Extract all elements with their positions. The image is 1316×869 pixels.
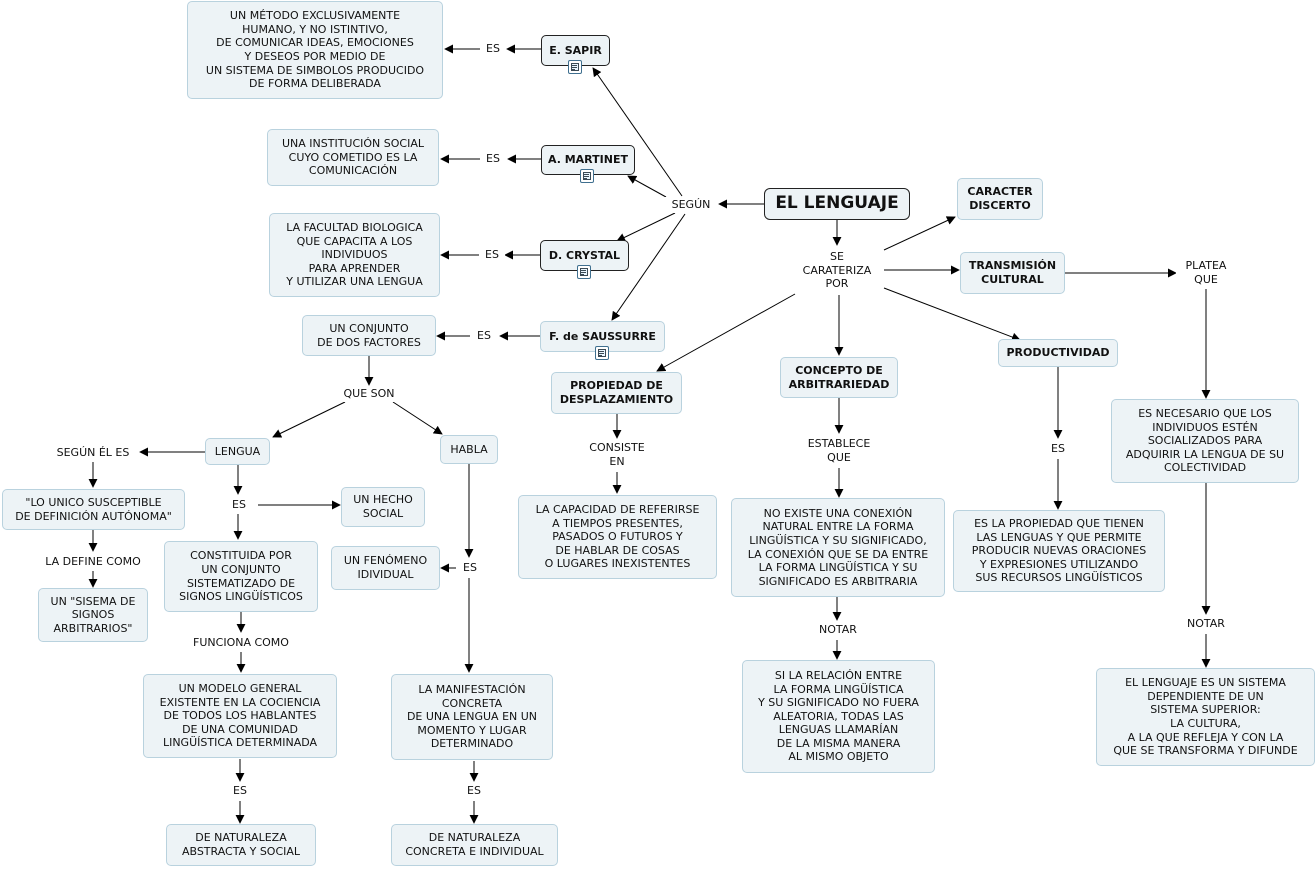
node-text: TRANSMISIÓN CULTURAL [968, 259, 1057, 286]
link-label: QUE SON [336, 386, 402, 402]
node-text: PROPIEDAD DE DESPLAZAMIENTO [559, 379, 674, 406]
link-label: ES [226, 497, 252, 513]
link-label: PLATEA QUE [1176, 257, 1236, 288]
link-label: SEGÚN ÉL ES [47, 445, 139, 461]
link-label: ES [479, 247, 505, 263]
node-text: CONSTITUIDA POR UN CONJUNTO SISTEMATIZAD… [179, 549, 303, 604]
node-capacidad[interactable]: LA CAPACIDAD DE REFERIRSE A TIEMPOS PRES… [518, 495, 717, 579]
node-text: UN FENÓMENO IDIVIDUAL [343, 554, 428, 581]
document-icon[interactable] [594, 346, 609, 360]
node-transmision[interactable]: TRANSMISIÓN CULTURAL [960, 252, 1065, 294]
edge [627, 175, 667, 198]
link-label: CONSISTE EN [580, 440, 654, 470]
node-habla[interactable]: HABLA [440, 435, 498, 464]
node-text: D. CRYSTAL [548, 248, 621, 262]
node-text: LA FACULTAD BIOLOGICA QUE CAPACITA A LOS… [286, 221, 423, 289]
link-label: LA DEFINE COMO [37, 554, 149, 570]
node-text: E. SAPIR [549, 43, 602, 57]
node-text: LA CAPACIDAD DE REFERIRSE A TIEMPOS PRES… [535, 503, 700, 571]
node-text: F. de SAUSSURRE [549, 329, 656, 343]
node-text: LA MANIFESTACIÓN CONCRETA DE UNA LENGUA … [406, 683, 538, 751]
link-label: ESTABLECE QUE [798, 435, 880, 466]
node-lengua[interactable]: LENGUA [205, 438, 270, 465]
node-abstracta[interactable]: DE NATURALEZA ABSTRACTA Y SOCIAL [166, 824, 316, 866]
node-text: UN HECHO SOCIAL [353, 493, 413, 520]
node-saussure[interactable]: F. de SAUSSURRE [540, 321, 665, 360]
node-text: A. MARTINET [548, 153, 628, 167]
node-si-la-relacion[interactable]: SI LA RELACIÓN ENTRE LA FORMA LINGÜÍSTIC… [742, 660, 935, 773]
node-socializados[interactable]: ES NECESARIO QUE LOS INDIVIDUOS ESTÉN SO… [1111, 399, 1299, 483]
link-label: NOTAR [1179, 616, 1233, 632]
node-text: PRODUCTIVIDAD [1006, 346, 1110, 360]
node-discreto[interactable]: CARACTER DISCERTO [957, 178, 1043, 220]
edge [883, 287, 1021, 342]
link-label: ES [480, 41, 506, 57]
node-dos-factores[interactable]: UN CONJUNTO DE DOS FACTORES [302, 315, 436, 356]
node-text: ES NECESARIO QUE LOS INDIVIDUOS ESTÉN SO… [1125, 407, 1285, 475]
node-hecho-social[interactable]: UN HECHO SOCIAL [341, 487, 425, 527]
node-text: LENGUA [214, 444, 261, 458]
root-label: EL LENGUAJE [775, 193, 899, 214]
node-sistema-signos[interactable]: UN "SISEMA DE SIGNOS ARBITRARIOS" [38, 588, 148, 642]
edge [883, 216, 956, 251]
node-text: HABLA [450, 442, 488, 456]
node-martinet[interactable]: A. MARTINET [541, 145, 635, 183]
node-text: UN "SISEMA DE SIGNOS ARBITRARIOS" [50, 594, 136, 635]
node-text: UN CONJUNTO DE DOS FACTORES [317, 321, 421, 349]
link-label: ES [227, 783, 253, 799]
node-text: SI LA RELACIÓN ENTRE LA FORMA LINGÜÍSTIC… [758, 668, 919, 764]
node-text: NO EXISTE UNA CONEXIÓN NATURAL ENTRE LA … [747, 506, 929, 588]
node-no-existe[interactable]: NO EXISTE UNA CONEXIÓN NATURAL ENTRE LA … [731, 498, 945, 597]
edge [616, 212, 676, 242]
node-crystal[interactable]: D. CRYSTAL [540, 240, 629, 279]
link-label: FUNCIONA COMO [183, 635, 299, 651]
document-icon[interactable] [567, 60, 582, 74]
node-sapir-definition[interactable]: UN MÉTODO EXCLUSIVAMENTE HUMANO, Y NO IS… [187, 1, 443, 99]
edge [272, 401, 346, 438]
document-icon[interactable] [580, 169, 594, 183]
node-desplazamiento[interactable]: PROPIEDAD DE DESPLAZAMIENTO [551, 372, 682, 414]
node-text: DE NATURALEZA CONCRETA E INDIVIDUAL [405, 831, 544, 858]
link-label: ES [480, 151, 506, 167]
node-text: DE NATURALEZA ABSTRACTA Y SOCIAL [181, 831, 301, 858]
node-manifestacion[interactable]: LA MANIFESTACIÓN CONCRETA DE UNA LENGUA … [391, 674, 553, 760]
node-text: UN MODELO GENERAL EXISTENTE EN LA COCIEN… [159, 682, 321, 750]
node-concreta[interactable]: DE NATURALEZA CONCRETA E INDIVIDUAL [391, 824, 558, 866]
edge [592, 67, 683, 197]
link-label: ES [457, 560, 483, 576]
link-label: ES [470, 328, 498, 344]
link-label: ES [461, 783, 487, 799]
node-martinet-definition[interactable]: UNA INSTITUCIÓN SOCIAL CUYO COMETIDO ES … [267, 129, 439, 186]
link-label: NOTAR [811, 622, 865, 638]
node-unico[interactable]: "LO UNICO SUSCEPTIBLE DE DEFINICIÓN AUTÓ… [2, 489, 185, 530]
node-text: CONCEPTO DE ARBITRARIEDAD [788, 363, 890, 391]
link-label: ES [1045, 440, 1071, 457]
document-icon[interactable] [576, 265, 591, 279]
node-arbitrariedad[interactable]: CONCEPTO DE ARBITRARIEDAD [780, 357, 898, 398]
node-productividad[interactable]: PRODUCTIVIDAD [998, 339, 1118, 367]
node-text: ES LA PROPIEDAD QUE TIENEN LAS LENGUAS Y… [971, 517, 1147, 585]
node-text: EL LENGUAJE ES UN SISTEMA DEPENDIENTE DE… [1113, 676, 1298, 758]
node-text: "LO UNICO SUSCEPTIBLE DE DEFINICIÓN AUTÓ… [15, 495, 172, 523]
node-text: UNA INSTITUCIÓN SOCIAL CUYO COMETIDO ES … [281, 137, 425, 178]
node-sistema-dependiente[interactable]: EL LENGUAJE ES UN SISTEMA DEPENDIENTE DE… [1096, 668, 1315, 766]
node-crystal-definition[interactable]: LA FACULTAD BIOLOGICA QUE CAPACITA A LOS… [269, 213, 440, 297]
edge [392, 401, 443, 435]
node-fenomeno[interactable]: UN FENÓMENO IDIVIDUAL [331, 546, 440, 590]
edge [611, 213, 686, 321]
node-text: CARACTER DISCERTO [967, 185, 1033, 212]
node-propiedad[interactable]: ES LA PROPIEDAD QUE TIENEN LAS LENGUAS Y… [953, 510, 1165, 592]
node-modelo-general[interactable]: UN MODELO GENERAL EXISTENTE EN LA COCIEN… [143, 674, 337, 758]
node-sapir[interactable]: E. SAPIR [541, 35, 610, 74]
link-label: SE CARATERIZA POR [791, 248, 883, 293]
edge [656, 293, 796, 372]
root-node[interactable]: EL LENGUAJE [764, 188, 910, 220]
link-label: SEGÚN [664, 197, 718, 213]
node-text: UN MÉTODO EXCLUSIVAMENTE HUMANO, Y NO IS… [205, 9, 425, 91]
node-constituida[interactable]: CONSTITUIDA POR UN CONJUNTO SISTEMATIZAD… [164, 541, 318, 612]
